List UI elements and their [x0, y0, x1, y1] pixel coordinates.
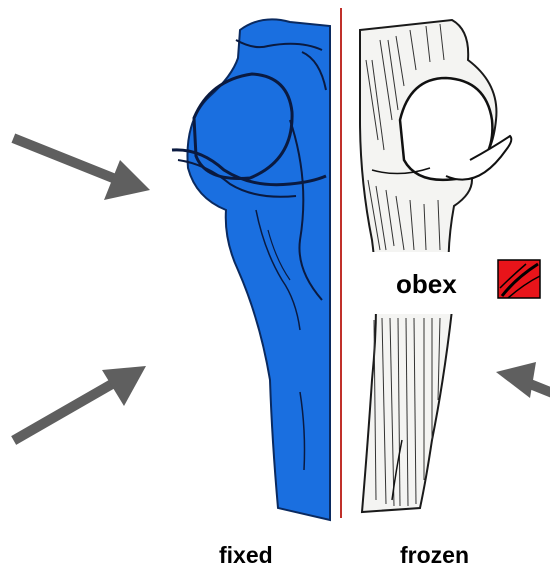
- fixed-brainstem: [172, 19, 330, 520]
- right-arrow: [496, 362, 550, 398]
- lower-left-arrow: [18, 366, 146, 438]
- red-hatched-square-icon: [496, 258, 542, 300]
- caption-fixed: fixed: [219, 542, 273, 569]
- caption-frozen: frozen: [400, 542, 469, 569]
- upper-left-arrow: [18, 140, 150, 200]
- obex-label: obex: [396, 269, 457, 300]
- obex-legend: obex: [358, 252, 550, 314]
